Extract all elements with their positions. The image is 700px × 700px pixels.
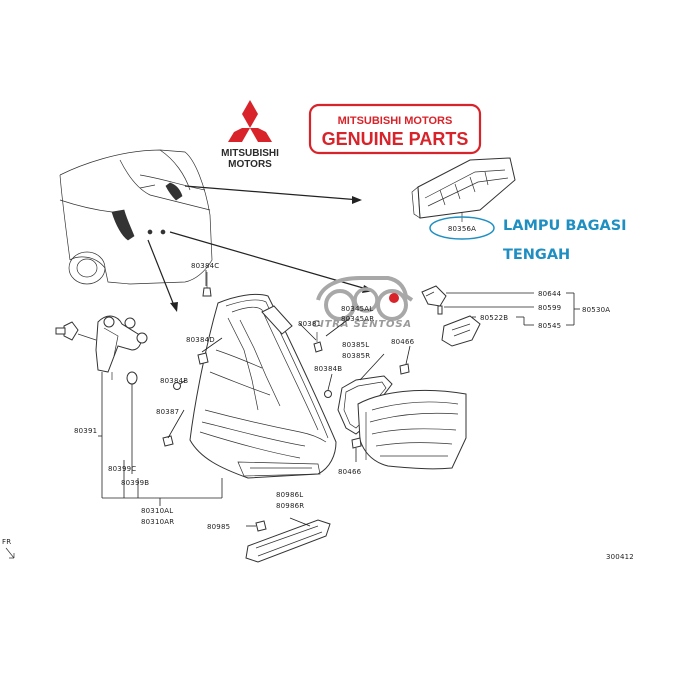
part-80384B-left: 80384B	[160, 377, 188, 385]
part-80345AL: 80345AL	[341, 305, 373, 313]
part-80399C: 80399C	[108, 465, 136, 473]
center-trunk-lamp	[411, 157, 516, 222]
part-labels: 80384C 80384D 80384B 80387 80391 80399C …	[74, 262, 610, 531]
part-80985: 80985	[207, 523, 230, 531]
part-80545: 80545	[538, 322, 561, 330]
panel-pin	[261, 305, 293, 335]
part-80345AR: 80345AR	[341, 315, 374, 323]
part-80385L: 80385L	[342, 341, 369, 349]
screw-80381	[313, 332, 323, 353]
part-80384C: 80384C	[191, 262, 219, 270]
part-80356A: 80356A	[448, 225, 476, 233]
logo-line1: MITSUBISHI	[221, 148, 279, 159]
part-80466-top: 80466	[391, 338, 415, 346]
leader-arrows	[147, 185, 374, 312]
figure-code: 300412	[606, 553, 634, 561]
nut-80985	[255, 520, 267, 532]
nut-80466-bottom	[351, 437, 362, 449]
leader-lines	[98, 270, 580, 527]
three-diamonds-icon	[228, 100, 272, 142]
citra-sentosa-watermark: CITRA SENTOSA	[312, 276, 414, 330]
part-80310AR: 80310AR	[141, 518, 174, 526]
nut-80466-top	[399, 363, 410, 375]
part-80986L: 80986L	[276, 491, 303, 499]
genuine-parts-badge: MITSUBISHI MOTORS GENUINE PARTS	[308, 103, 482, 155]
logo-line2: MOTORS	[228, 159, 272, 170]
car-rear-illustration	[59, 149, 213, 285]
inner-lamp-body	[357, 389, 467, 470]
grommet-80384B-mid	[324, 390, 332, 398]
badge-line1: MITSUBISHI MOTORS	[338, 115, 453, 127]
badge-line2: GENUINE PARTS	[322, 129, 469, 149]
part-80391: 80391	[74, 427, 97, 435]
front-direction-icon: FR	[2, 538, 15, 559]
clip-80384D	[197, 352, 209, 365]
rear-reflector	[245, 519, 331, 563]
part-80385R: 80385R	[342, 352, 370, 360]
orientation-label: FR	[2, 538, 11, 546]
grommet-80384B-left	[173, 382, 181, 390]
part-80310AL: 80310AL	[141, 507, 173, 515]
part-80384D: 80384D	[186, 336, 215, 344]
tail-lamp-outer	[189, 293, 337, 479]
part-80522B: 80522B	[480, 314, 508, 322]
callout-line1: LAMPU BAGASI	[503, 218, 627, 234]
part-80466-bottom: 80466	[338, 468, 362, 476]
watermark-text: CITRA SENTOSA	[312, 319, 412, 330]
part-80986R: 80986R	[276, 502, 304, 510]
part-80387: 80387	[156, 408, 179, 416]
bulb-socket-assembly	[55, 315, 148, 385]
part-80644: 80644	[538, 290, 562, 298]
part-80599: 80599	[538, 304, 561, 312]
part-80399B: 80399B	[121, 479, 149, 487]
part-80530A: 80530A	[582, 306, 610, 314]
part-80381: 80381	[298, 320, 321, 328]
callout-line2: TENGAH	[503, 247, 570, 263]
clip-80384C	[202, 272, 212, 297]
mitsubishi-logo: MITSUBISHI MOTORS	[221, 100, 279, 170]
callout-circle	[429, 216, 495, 240]
part-80384B-mid: 80384B	[314, 365, 342, 373]
license-lamp-parts	[421, 285, 481, 347]
